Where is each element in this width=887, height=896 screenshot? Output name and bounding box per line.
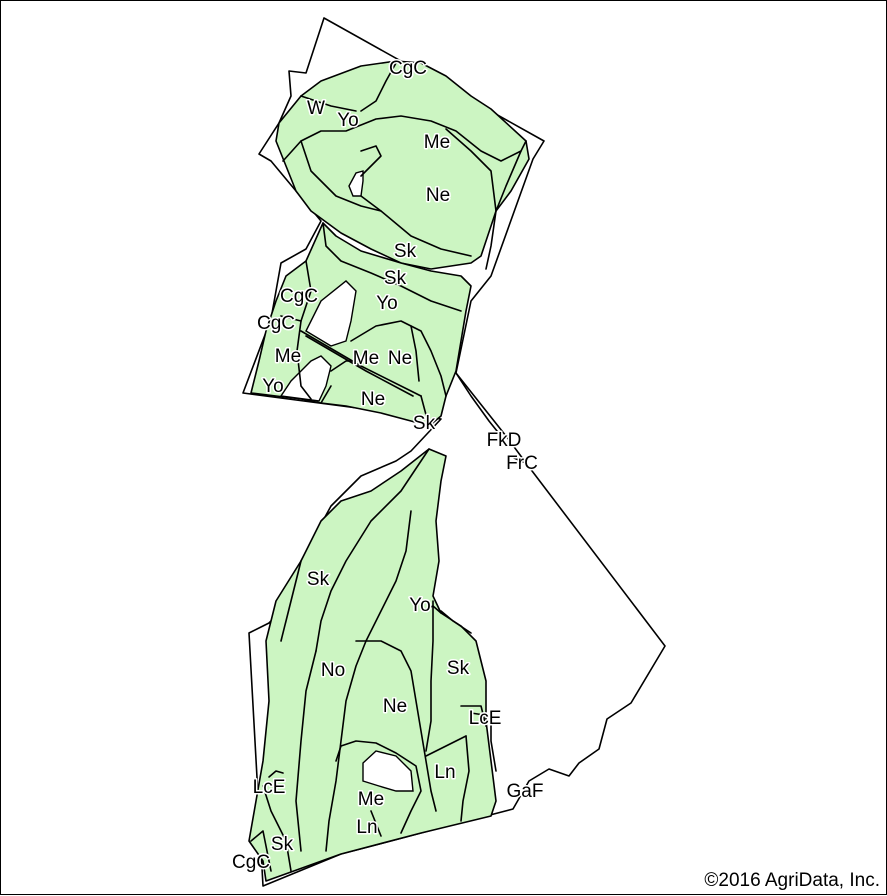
soil-label: FrC — [506, 453, 538, 474]
soil-label: LcE — [253, 777, 286, 798]
north-soil-area — [275, 60, 530, 270]
middle-white-gap — [305, 280, 357, 347]
soil-label: LcE — [469, 708, 502, 729]
soil-label: Me — [275, 346, 301, 367]
soil-label: Me — [353, 348, 379, 369]
soil-label: Me — [424, 132, 450, 153]
soil-label: No — [321, 660, 345, 681]
soil-label: Yo — [409, 595, 431, 616]
soil-labels: CgC W Yo Me Ne Sk Sk CgC CgC Yo Me Me Ne… — [230, 57, 544, 875]
middle-white-gap-2 — [279, 355, 332, 402]
soil-label: FkD — [487, 430, 522, 451]
soil-label: Sk — [413, 413, 436, 434]
soil-label: Sk — [271, 834, 294, 855]
south-white-hole — [362, 750, 414, 792]
soil-label: CgC — [257, 313, 295, 334]
soil-label: GaF — [507, 781, 544, 802]
soil-label: Ln — [356, 817, 377, 838]
soil-label: Ne — [383, 696, 407, 717]
soil-boundaries — [250, 62, 527, 872]
soil-label: Ne — [361, 389, 385, 410]
soil-label: Sk — [384, 268, 407, 289]
soil-label: Sk — [394, 241, 417, 262]
soil-label: Sk — [307, 569, 330, 590]
soil-label: CgC — [232, 852, 270, 873]
soil-label: Yo — [262, 376, 284, 397]
copyright-notice: ©2016 AgriData, Inc. — [704, 870, 880, 891]
soil-label: CgC — [389, 58, 427, 79]
soil-label: Yo — [376, 293, 398, 314]
soil-label: CgC — [280, 286, 318, 307]
soil-label: Ne — [426, 185, 450, 206]
north-white-nub — [348, 170, 364, 197]
soil-label: Sk — [447, 658, 470, 679]
soil-label: Yo — [337, 110, 359, 131]
soil-label: Me — [358, 789, 384, 810]
soil-label: Ne — [388, 348, 412, 369]
south-soil-area — [248, 448, 497, 882]
soil-label: Ln — [434, 762, 455, 783]
soil-label: W — [307, 98, 325, 119]
